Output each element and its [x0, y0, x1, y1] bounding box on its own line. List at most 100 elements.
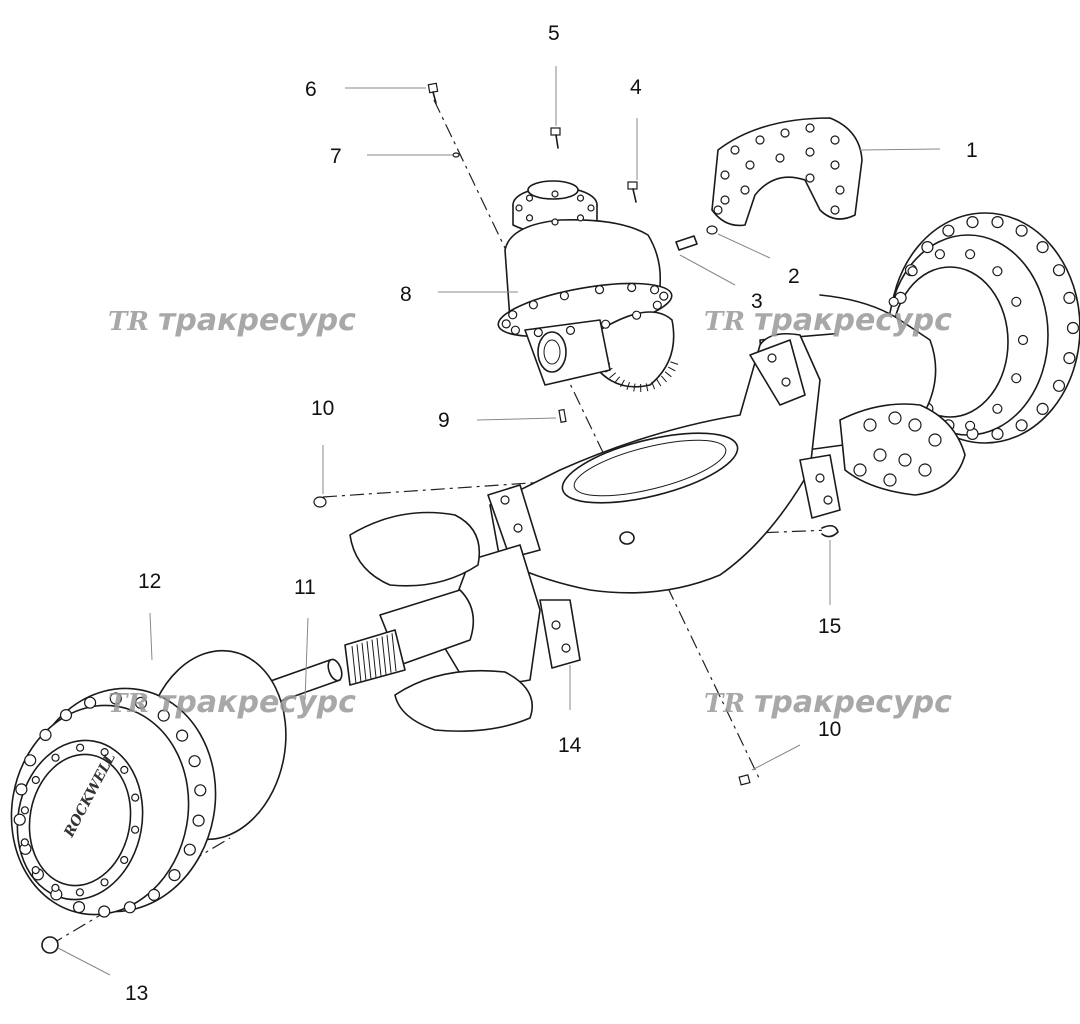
hub-stud: [188, 755, 201, 768]
callout-numbers: 1 2 3 4 5 6 7 8 9 10 10 11 12 13 14 15: [125, 22, 978, 1005]
watermark-text: тракресурс: [754, 685, 952, 720]
leader-lines: [57, 66, 941, 976]
gear-tooth: [614, 376, 621, 384]
gear-tooth: [620, 379, 625, 388]
callout-8: 8: [400, 283, 412, 306]
hub-stud: [1036, 241, 1049, 254]
hub-stud: [992, 403, 1003, 414]
hub-stud: [1063, 291, 1076, 304]
hub-stud: [1052, 379, 1066, 392]
hub-stud: [31, 775, 40, 785]
caliper-bolt: [863, 418, 877, 432]
hub-stud: [15, 783, 28, 796]
hub-stud: [59, 708, 73, 722]
callout-5: 5: [548, 22, 560, 45]
spline-groove: [351, 645, 357, 685]
hub-stud: [100, 747, 109, 757]
spline-groove: [381, 636, 387, 675]
hub-stud: [966, 216, 979, 229]
caliper-bolt: [928, 433, 942, 447]
hub-stud: [51, 753, 60, 762]
cap-hole: [775, 153, 785, 163]
hub-stud: [123, 901, 136, 914]
hub-stud: [120, 765, 129, 775]
cap-hole: [780, 128, 790, 138]
callout-15: 15: [818, 615, 841, 638]
hub-stud: [1015, 419, 1028, 432]
callout-10-upper: 10: [311, 397, 334, 420]
hub-stud: [83, 696, 97, 709]
carrier-bolt: [594, 285, 605, 295]
flange-bolt: [576, 214, 585, 222]
hub-stud: [20, 838, 29, 847]
hub-stud: [942, 224, 955, 237]
callout-9: 9: [438, 409, 450, 432]
cap-hole: [805, 173, 815, 183]
carrier-bolt: [559, 291, 570, 301]
carrier-bolt: [528, 300, 539, 310]
carrier-bolt: [501, 319, 511, 329]
hub-stud: [183, 843, 196, 856]
spline-groove: [386, 634, 392, 673]
gear-tooth: [609, 372, 617, 379]
hub-stud: [24, 754, 37, 767]
watermark-logo: TR: [704, 307, 745, 337]
watermark-logo: TR: [704, 689, 745, 719]
left-spindle: [344, 589, 475, 686]
cap-hole: [720, 195, 730, 205]
hub-stud: [176, 729, 189, 742]
brake-caliper-right: [839, 403, 966, 496]
hub-stud: [1017, 334, 1029, 346]
flange-bolt: [525, 214, 534, 222]
hub-stud: [964, 420, 976, 431]
hub-stud: [51, 883, 60, 893]
watermark-1: TR тракресурс: [108, 303, 356, 338]
spline-groove: [391, 633, 397, 672]
cap-hole: [830, 135, 840, 145]
hub-stud: [131, 793, 140, 802]
caliper-bolt: [918, 463, 932, 477]
hub-stud: [921, 241, 934, 254]
callout-7: 7: [330, 145, 342, 168]
hub-stud: [1011, 373, 1022, 384]
hub-stud: [888, 296, 899, 307]
hub-stud: [991, 427, 1004, 440]
hub-stud: [1011, 296, 1022, 307]
gear-tooth: [645, 383, 649, 392]
watermark-logo: TR: [108, 307, 149, 337]
hub-stud: [934, 249, 946, 260]
hub-stud: [157, 709, 170, 722]
cap-hole: [835, 185, 845, 195]
hub-stud: [100, 878, 109, 887]
hub-stud: [1015, 224, 1028, 237]
callout-14: 14: [558, 734, 582, 757]
callout-1: 1: [966, 139, 978, 162]
gear-tooth: [660, 375, 667, 383]
caliper-bolt: [853, 463, 867, 477]
cap-hole: [730, 145, 740, 155]
cap-hole: [830, 205, 840, 215]
cap-hole: [720, 170, 730, 180]
cap-hole: [830, 160, 840, 170]
gear-tooth: [626, 382, 630, 390]
caliper-bolt: [883, 473, 897, 487]
hub-stud: [964, 249, 976, 260]
carrier-bolt: [508, 310, 518, 320]
gear-tooth: [651, 381, 656, 390]
cap-hole: [713, 205, 723, 215]
callout-12: 12: [138, 570, 161, 593]
carrier-bolt: [649, 285, 660, 295]
carrier-bolt: [510, 325, 521, 335]
cap-hole: [805, 147, 815, 157]
hub-stud: [20, 806, 29, 815]
hub-stud: [75, 888, 85, 897]
caliper-bolt: [898, 453, 912, 467]
hub-stud: [98, 905, 111, 918]
flange-bolt: [551, 218, 559, 226]
hub-stud: [131, 825, 140, 834]
spline-groove: [356, 644, 362, 683]
gear-tooth: [667, 366, 676, 372]
callout-6: 6: [305, 78, 317, 101]
carrier-bolt: [565, 325, 576, 335]
hub-stud: [1036, 402, 1049, 415]
